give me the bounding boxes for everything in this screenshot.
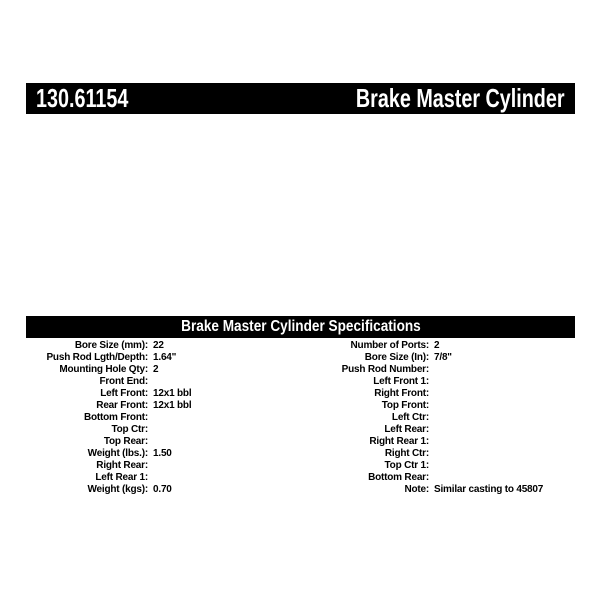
spec-label: Number of Ports: [350, 340, 430, 351]
spec-label: Left Ctr: [391, 412, 429, 423]
spec-row-front-end: Front End: [26, 376, 294, 388]
spec-value: 12x1 bbl [153, 388, 192, 399]
spec-row-weight-kgs: Weight (kgs): 0.70 [26, 484, 294, 496]
spec-row-bottom-rear: Bottom Rear: [296, 472, 575, 484]
spec-row-left-ctr: Left Ctr: [296, 412, 575, 424]
spec-row-left-rear: Left Rear: [296, 424, 575, 436]
spec-label: Right Rear 1: [369, 436, 429, 447]
spec-row-top-ctr-1: Top Ctr 1: [296, 460, 575, 472]
spec-label: Right Rear: [96, 460, 148, 471]
spec-label: Bottom Rear: [368, 472, 429, 483]
spec-row-right-ctr: Right Ctr: [296, 448, 575, 460]
spec-row-rear-front: Rear Front: 12x1 bbl [26, 400, 294, 412]
spec-value: 22 [153, 340, 164, 351]
spec-row-left-rear-1: Left Rear 1: [26, 472, 294, 484]
spec-label: Bore Size (In): [364, 352, 429, 363]
spec-row-top-rear: Top Rear: [26, 436, 294, 448]
spec-value: 12x1 bbl [153, 400, 192, 411]
spec-label: Bore Size (mm): [74, 340, 148, 351]
spec-row-number-of-ports: Number of Ports: 2 [296, 340, 575, 352]
spec-label: Left Rear: [384, 424, 429, 435]
spec-value: 2 [153, 364, 159, 375]
spec-label: Top Ctr 1: [384, 460, 430, 471]
specifications-header-bar: Brake Master Cylinder Specifications [26, 316, 575, 338]
spec-row-right-rear: Right Rear: [26, 460, 294, 472]
spec-value: 1.64" [153, 352, 177, 363]
spec-row-bore-size-in: Bore Size (In): 7/8" [296, 352, 575, 364]
spec-label: Left Rear 1: [95, 472, 148, 483]
spec-row-bottom-front: Bottom Front: [26, 412, 294, 424]
spec-column-right: Number of Ports: 2 Bore Size (In): 7/8" … [296, 340, 575, 496]
spec-row-mounting-hole-qty: Mounting Hole Qty: 2 [26, 364, 294, 376]
spec-label: Rear Front: [96, 400, 148, 411]
spec-row-top-front: Top Front: [296, 400, 575, 412]
spec-row-push-rod-number: Push Rod Number: [296, 364, 575, 376]
spec-value: 7/8" [434, 352, 452, 363]
spec-row-top-ctr: Top Ctr: [26, 424, 294, 436]
spec-label: Right Ctr: [384, 448, 429, 459]
spec-label: Note: [404, 484, 429, 495]
spec-label: Weight (lbs.): [87, 448, 149, 459]
product-image-area [26, 115, 575, 315]
spec-label: Front End: [99, 376, 148, 387]
part-number: 130.61154 [36, 83, 129, 113]
spec-label: Mounting Hole Qty: [59, 364, 148, 375]
product-name: Brake Master Cylinder [356, 83, 565, 113]
spec-value: Similar casting to 45807 [434, 484, 544, 495]
spec-label: Push Rod Number: [341, 364, 430, 375]
spec-label: Left Front 1: [373, 376, 429, 387]
spec-row-note: Note: Similar casting to 45807 [296, 484, 575, 496]
spec-row-left-front: Left Front: 12x1 bbl [26, 388, 294, 400]
spec-label: Top Ctr: [111, 424, 148, 435]
spec-label: Left Front: [100, 388, 148, 399]
specifications-title: Brake Master Cylinder Specifications [180, 318, 421, 335]
spec-row-push-rod-lgth-depth: Push Rod Lgth/Depth: 1.64" [26, 352, 294, 364]
spec-row-right-rear-1: Right Rear 1: [296, 436, 575, 448]
spec-value: 2 [434, 340, 440, 351]
spec-row-right-front: Right Front: [296, 388, 575, 400]
spec-label: Bottom Front: [83, 412, 148, 423]
spec-label: Right Front: [374, 388, 429, 399]
spec-label: Top Front: [381, 400, 429, 411]
spec-column-left: Bore Size (mm): 22 Push Rod Lgth/Depth: … [26, 340, 294, 496]
title-bar: 130.61154 Brake Master Cylinder [26, 83, 575, 114]
spec-label: Push Rod Lgth/Depth: [46, 352, 148, 363]
spec-row-left-front-1: Left Front 1: [296, 376, 575, 388]
spec-row-weight-lbs: Weight (lbs.): 1.50 [26, 448, 294, 460]
spec-row-bore-size-mm: Bore Size (mm): 22 [26, 340, 294, 352]
spec-value: 1.50 [153, 448, 172, 459]
spec-label: Weight (kgs): [87, 484, 148, 495]
spec-value: 0.70 [153, 484, 172, 495]
spec-label: Top Rear: [103, 436, 148, 447]
